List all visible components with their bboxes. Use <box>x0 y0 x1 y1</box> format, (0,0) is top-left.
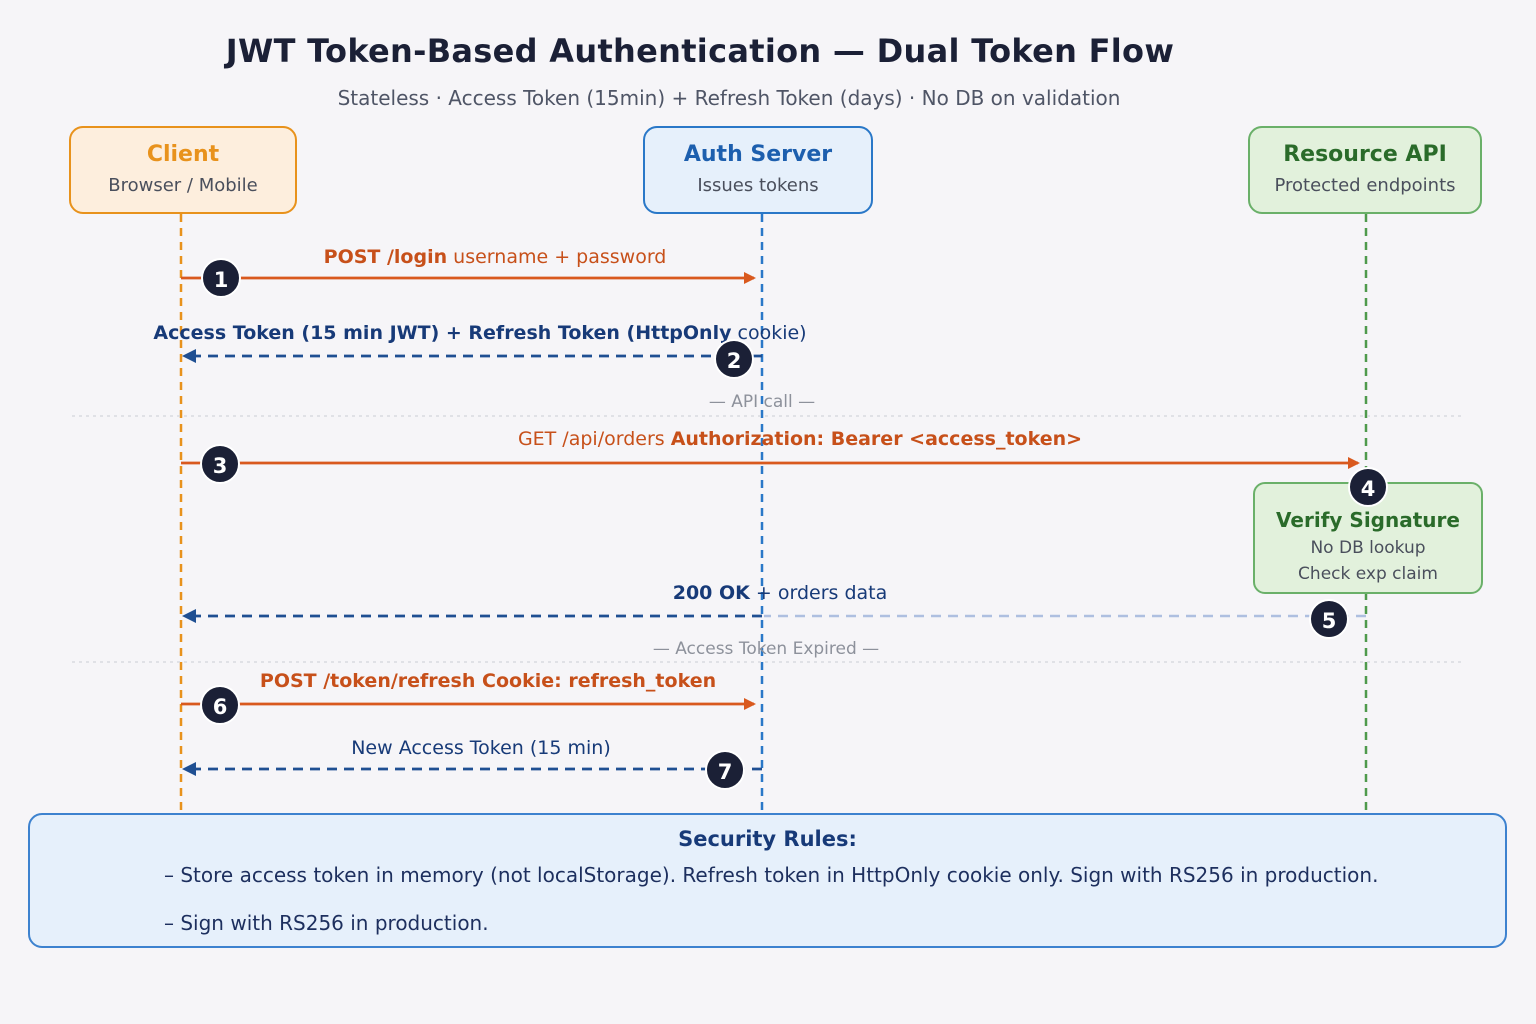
step-1-label-rest: username + password <box>447 246 667 268</box>
step-7-label-main: New Access Token (15 min) <box>351 737 611 759</box>
verify-line-2: Check exp claim <box>1298 564 1438 584</box>
step-1-label: POST /login username + password <box>181 246 809 268</box>
resource-api-actor: Resource API Protected endpoints <box>1248 126 1482 214</box>
verify-line-1: No DB lookup <box>1310 538 1426 558</box>
step-2-badge: 2 <box>714 339 754 379</box>
step-7-badge: 7 <box>705 750 745 790</box>
security-rules-box: Security Rules: – Store access token in … <box>28 813 1507 948</box>
resource-api-sub: Protected endpoints <box>1274 175 1456 196</box>
client-name: Client <box>146 142 220 167</box>
auth-server-name: Auth Server <box>683 142 833 167</box>
step-5-badge: 5 <box>1309 599 1349 639</box>
verify-title: Verify Signature <box>1276 508 1460 532</box>
step-3-label-main: Authorization: Bearer <access_token> <box>670 428 1083 450</box>
step-6-badge: 6 <box>200 685 240 725</box>
step-5-label: 200 OK + orders data <box>480 582 1080 604</box>
step-6-label-main: POST /token/refresh <box>259 670 476 692</box>
step-3-label-pre: GET /api/orders <box>517 428 671 450</box>
step-1-label-main: POST /login <box>323 246 448 268</box>
step-6-label: POST /token/refresh Cookie: refresh_toke… <box>181 670 795 692</box>
auth-server-actor: Auth Server Issues tokens <box>643 126 873 214</box>
step-5-label-main: 200 OK <box>672 582 750 604</box>
security-rule-1: – Store access token in memory (not loca… <box>164 863 1379 887</box>
client-sub: Browser / Mobile <box>108 175 258 196</box>
step-6-label-rest: Cookie: refresh_token <box>475 670 717 692</box>
step-3-label: GET /api/orders Authorization: Bearer <a… <box>200 428 1400 450</box>
step-5-label-rest: + orders data <box>749 582 888 604</box>
page-subtitle: Stateless · Access Token (15min) + Refre… <box>337 86 1121 110</box>
step-2-label-rest: cookie) <box>731 322 807 344</box>
api-call-divider-label: — API call — <box>708 392 816 412</box>
expired-divider-label: — Access Token Expired — <box>652 639 880 659</box>
page-title: JWT Token-Based Authentication — Dual To… <box>225 32 1175 70</box>
security-rules-title: Security Rules: <box>678 827 857 851</box>
security-rule-2: – Sign with RS256 in production. <box>164 911 489 935</box>
step-2-label: Access Token (15 min JWT) + Refresh Toke… <box>100 322 860 344</box>
client-actor: Client Browser / Mobile <box>69 126 297 214</box>
step-2-label-main: Access Token (15 min JWT) + Refresh Toke… <box>153 322 732 344</box>
step-4-badge: 4 <box>1348 467 1388 507</box>
auth-server-sub: Issues tokens <box>697 175 819 196</box>
step-7-label: New Access Token (15 min) <box>181 737 781 759</box>
step-1-badge: 1 <box>201 258 241 298</box>
resource-api-name: Resource API <box>1283 142 1447 167</box>
step-3-badge: 3 <box>200 444 240 484</box>
